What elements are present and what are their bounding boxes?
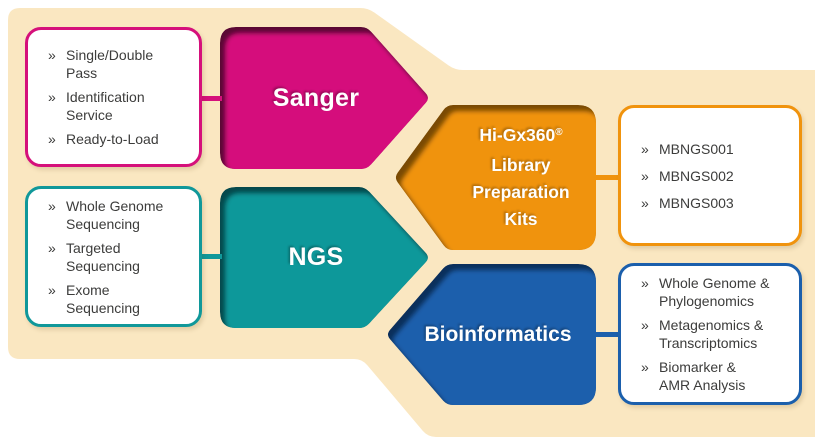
list-item: » Exome Sequencing <box>48 281 140 316</box>
kits-label-rest: Library Preparation Kits <box>472 155 570 229</box>
bioinformatics-connector-line <box>593 332 620 337</box>
guillemet-bullet-icon: » <box>48 239 56 256</box>
banner-background-shape <box>8 8 815 437</box>
list-item: » Whole Genome Sequencing <box>48 197 164 232</box>
guillemet-bullet-icon: » <box>48 131 56 147</box>
ngs-arrow-shape <box>220 187 428 328</box>
guillemet-bullet-icon: » <box>641 194 649 211</box>
guillemet-bullet-icon: » <box>48 47 56 63</box>
kits-arrow-shape <box>395 105 596 250</box>
list-item: » Identification Service <box>48 89 145 123</box>
sanger-connector-line <box>199 96 222 101</box>
sanger-services-panel: » Single/Double Pass » Identification Se… <box>25 27 202 167</box>
guillemet-bullet-icon: » <box>641 317 649 333</box>
list-item: » MBNGS001 <box>641 140 734 157</box>
list-item: » MBNGS003 <box>641 194 734 211</box>
list-item: » Whole Genome & Phylogenomics <box>641 275 770 309</box>
guillemet-bullet-icon: » <box>641 140 649 157</box>
list-item: » Targeted Sequencing <box>48 239 140 274</box>
list-item: » MBNGS002 <box>641 167 734 184</box>
list-item: » Metagenomics & Transcriptomics <box>641 317 764 351</box>
kits-connector-line <box>593 175 620 180</box>
sanger-arrow-shape <box>220 27 428 169</box>
sanger-node-label: Sanger <box>272 83 360 112</box>
guillemet-bullet-icon: » <box>48 197 56 214</box>
kits-label-line1: Hi-Gx360® <box>479 125 563 145</box>
guillemet-bullet-icon: » <box>641 167 649 184</box>
list-item: » Biomarker & AMR Analysis <box>641 359 746 393</box>
list-item: » Ready-to-Load <box>48 131 159 147</box>
list-item: » Single/Double Pass <box>48 47 154 81</box>
bioinformatics-arrow-shape <box>387 264 596 405</box>
registered-trademark-icon: ® <box>555 127 563 138</box>
bioinformatics-node-label: Bioinformatics <box>424 322 572 346</box>
bioinformatics-services-panel: » Whole Genome & Phylogenomics » Metagen… <box>618 263 802 405</box>
guillemet-bullet-icon: » <box>641 359 649 375</box>
kits-products-panel: » MBNGS001 » MBNGS002 » MBNGS003 <box>618 105 802 246</box>
guillemet-bullet-icon: » <box>48 281 56 298</box>
ngs-connector-line <box>199 254 222 259</box>
kits-node-label: Hi-Gx360® Library Preparation Kits <box>440 105 602 250</box>
guillemet-bullet-icon: » <box>48 89 56 105</box>
guillemet-bullet-icon: » <box>641 275 649 291</box>
ngs-node-label: NGS <box>288 243 344 271</box>
ngs-services-panel: » Whole Genome Sequencing » Targeted Seq… <box>25 186 202 327</box>
